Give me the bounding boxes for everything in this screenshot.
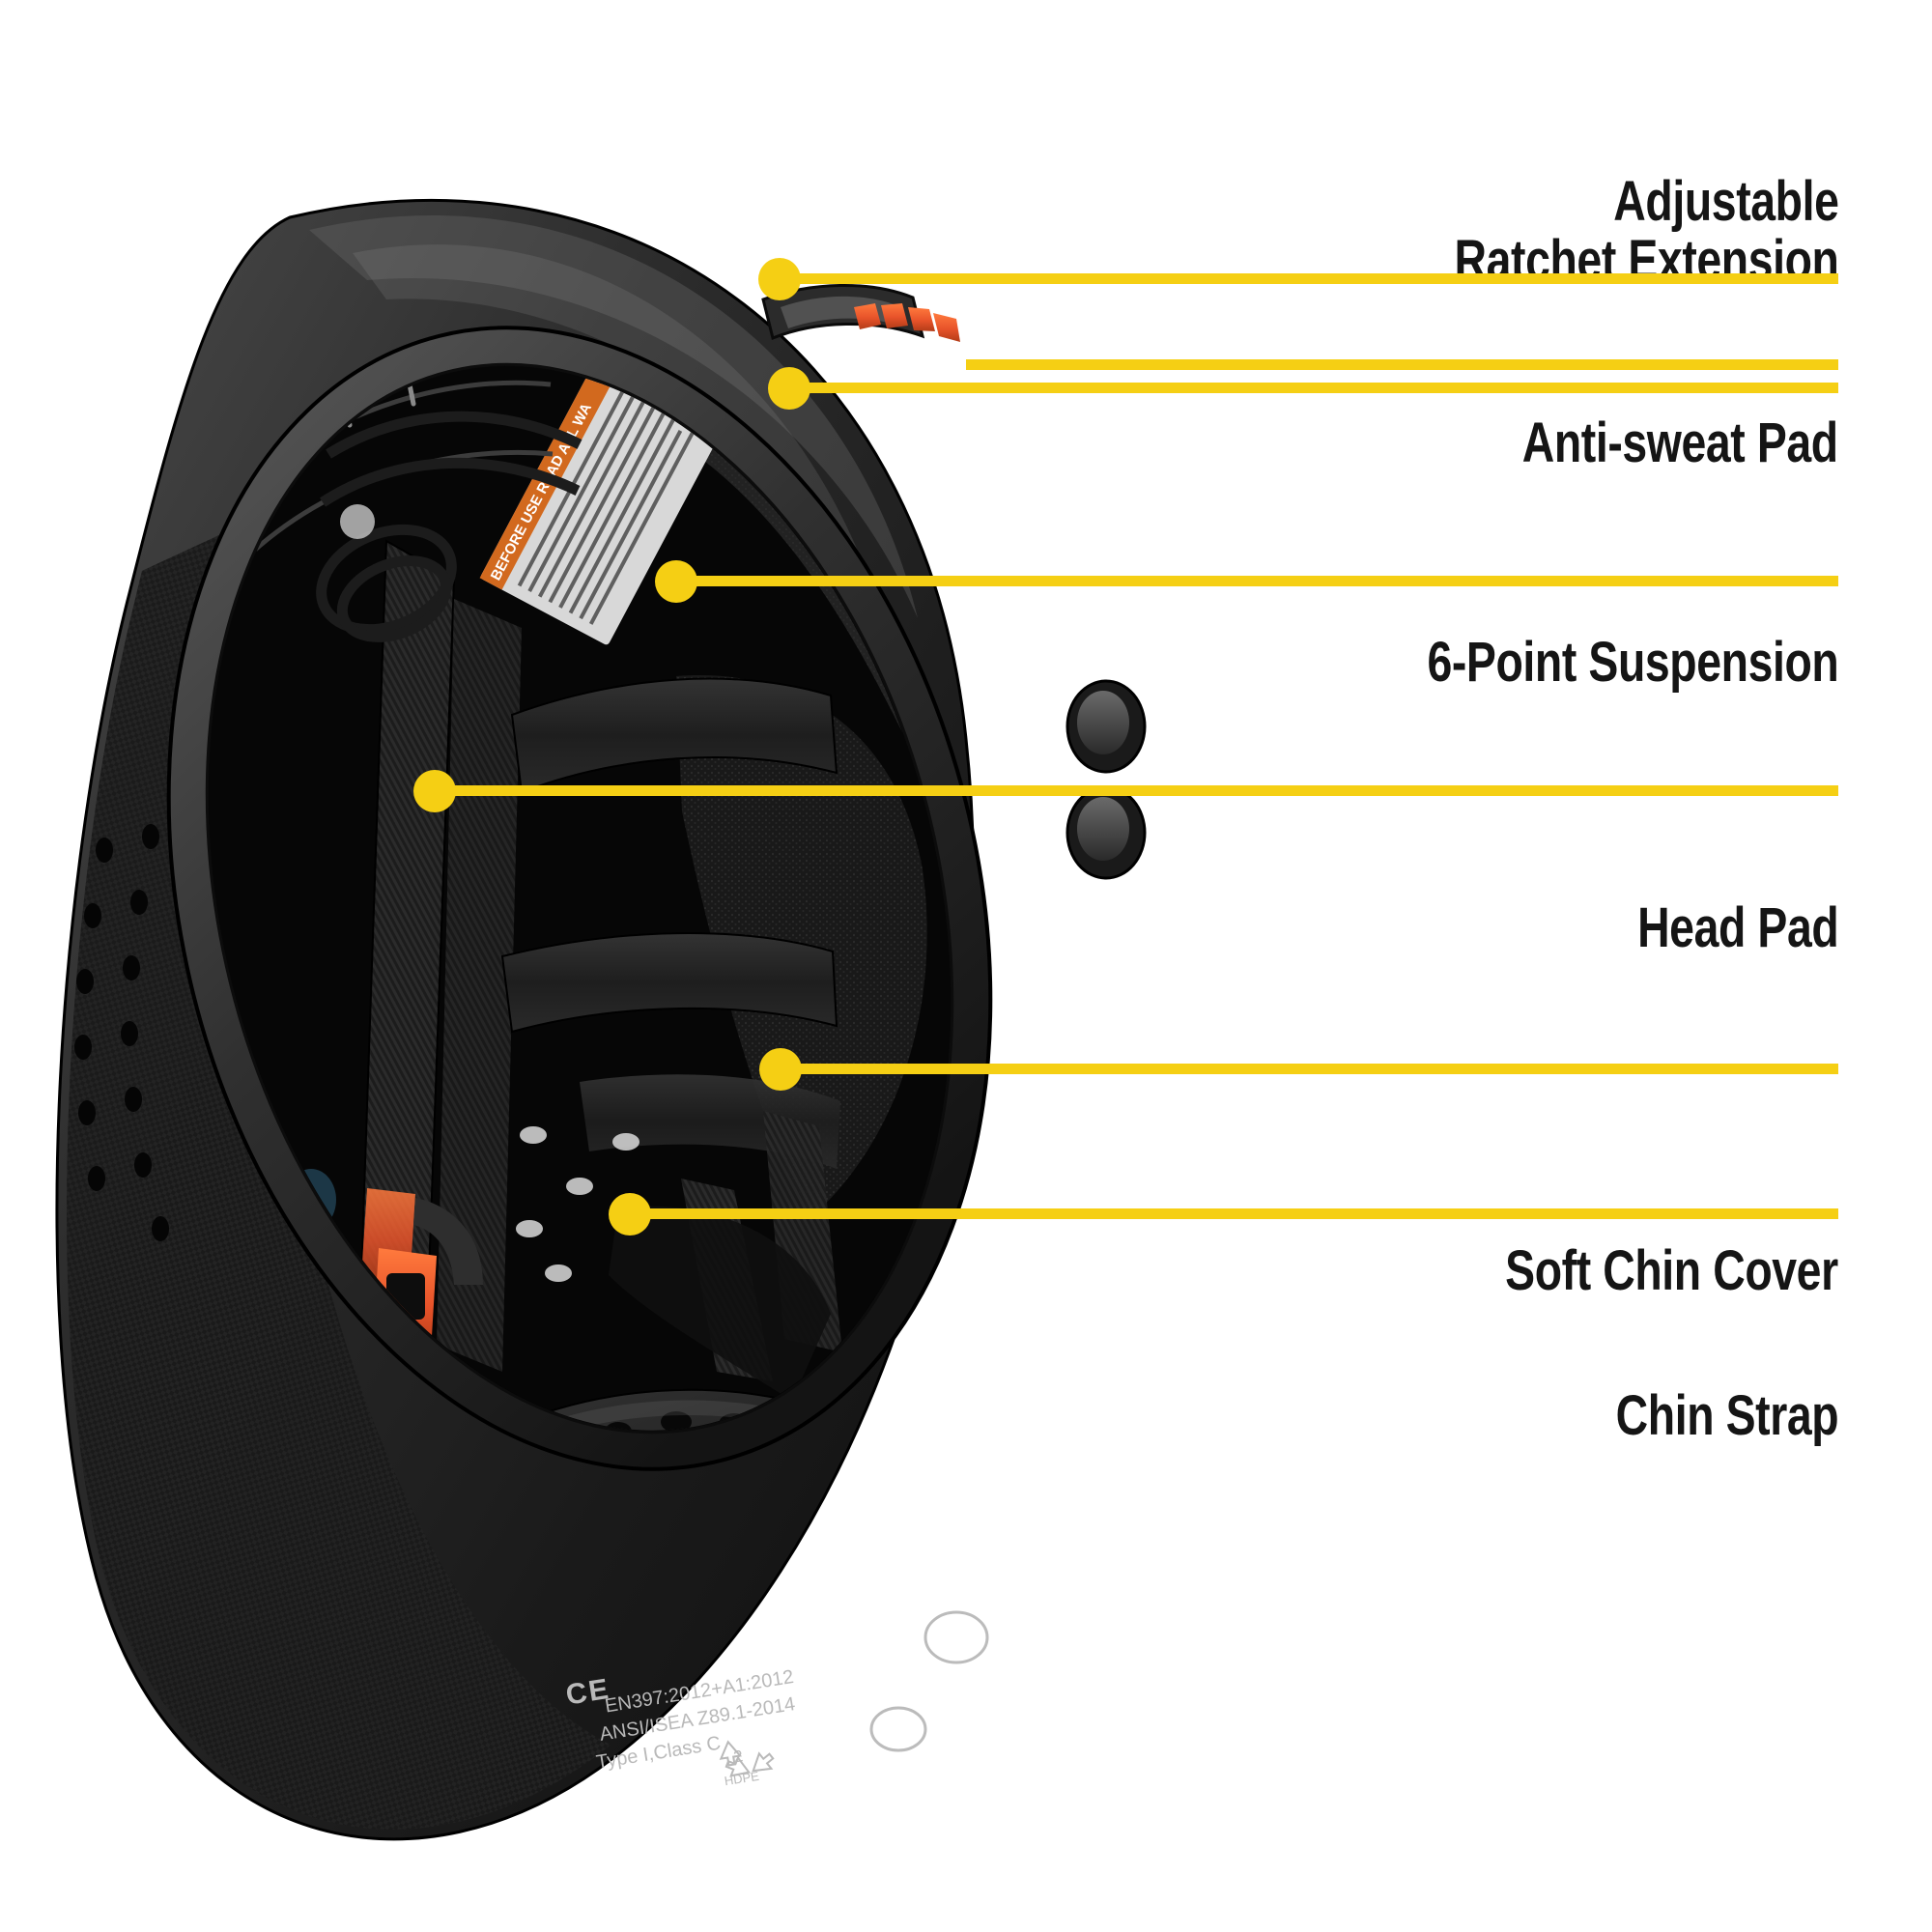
crown-vent-holes — [516, 1126, 639, 1282]
callout-leader2-adjustable-ratchet-extension — [778, 273, 1838, 284]
callout-leader-head-pad — [433, 785, 1838, 796]
adjustable-ratchet-extension-part — [761, 283, 960, 342]
callout-chin-strap: Chin Strap — [1560, 1384, 1838, 1447]
suspension-cord — [316, 411, 582, 642]
ratchet-orange-teeth — [854, 303, 960, 342]
callout-soft-chin-cover: Soft Chin Cover — [1422, 1239, 1838, 1302]
callout-leader-adjustable-ratchet-extension — [966, 359, 1248, 370]
svg-text:2: 2 — [732, 1747, 744, 1766]
callout-leader-soft-chin-cover — [779, 1064, 1838, 1074]
callout-label-anti-sweat-pad: Anti-sweat Pad — [1522, 412, 1838, 474]
rim-snap-buttons — [1065, 679, 1147, 880]
callout-label-soft-chin-cover: Soft Chin Cover — [1505, 1239, 1838, 1302]
callout-head-pad: Head Pad — [1587, 896, 1839, 959]
callout-leader-chin-strap — [628, 1208, 1838, 1219]
brim-vent-holes — [74, 824, 169, 1241]
callout-label-head-pad: Head Pad — [1636, 896, 1839, 959]
callout-label-chin-strap: Chin Strap — [1615, 1384, 1838, 1447]
callout-label-6-point-suspension: 6-Point Suspension — [1427, 631, 1838, 694]
callout-rule-adjustable-ratchet-extension — [1246, 359, 1838, 370]
callout-6-point-suspension: 6-Point Suspension — [1324, 631, 1838, 694]
svg-text:CE: CE — [564, 1673, 612, 1712]
svg-text:HDPE: HDPE — [724, 1769, 760, 1789]
shell-mould-marks — [869, 1610, 989, 1752]
callout-leader-6-point-suspension — [674, 576, 1838, 586]
callout-leader-anti-sweat-pad — [787, 383, 1838, 393]
callout-anti-sweat-pad: Anti-sweat Pad — [1443, 412, 1838, 474]
